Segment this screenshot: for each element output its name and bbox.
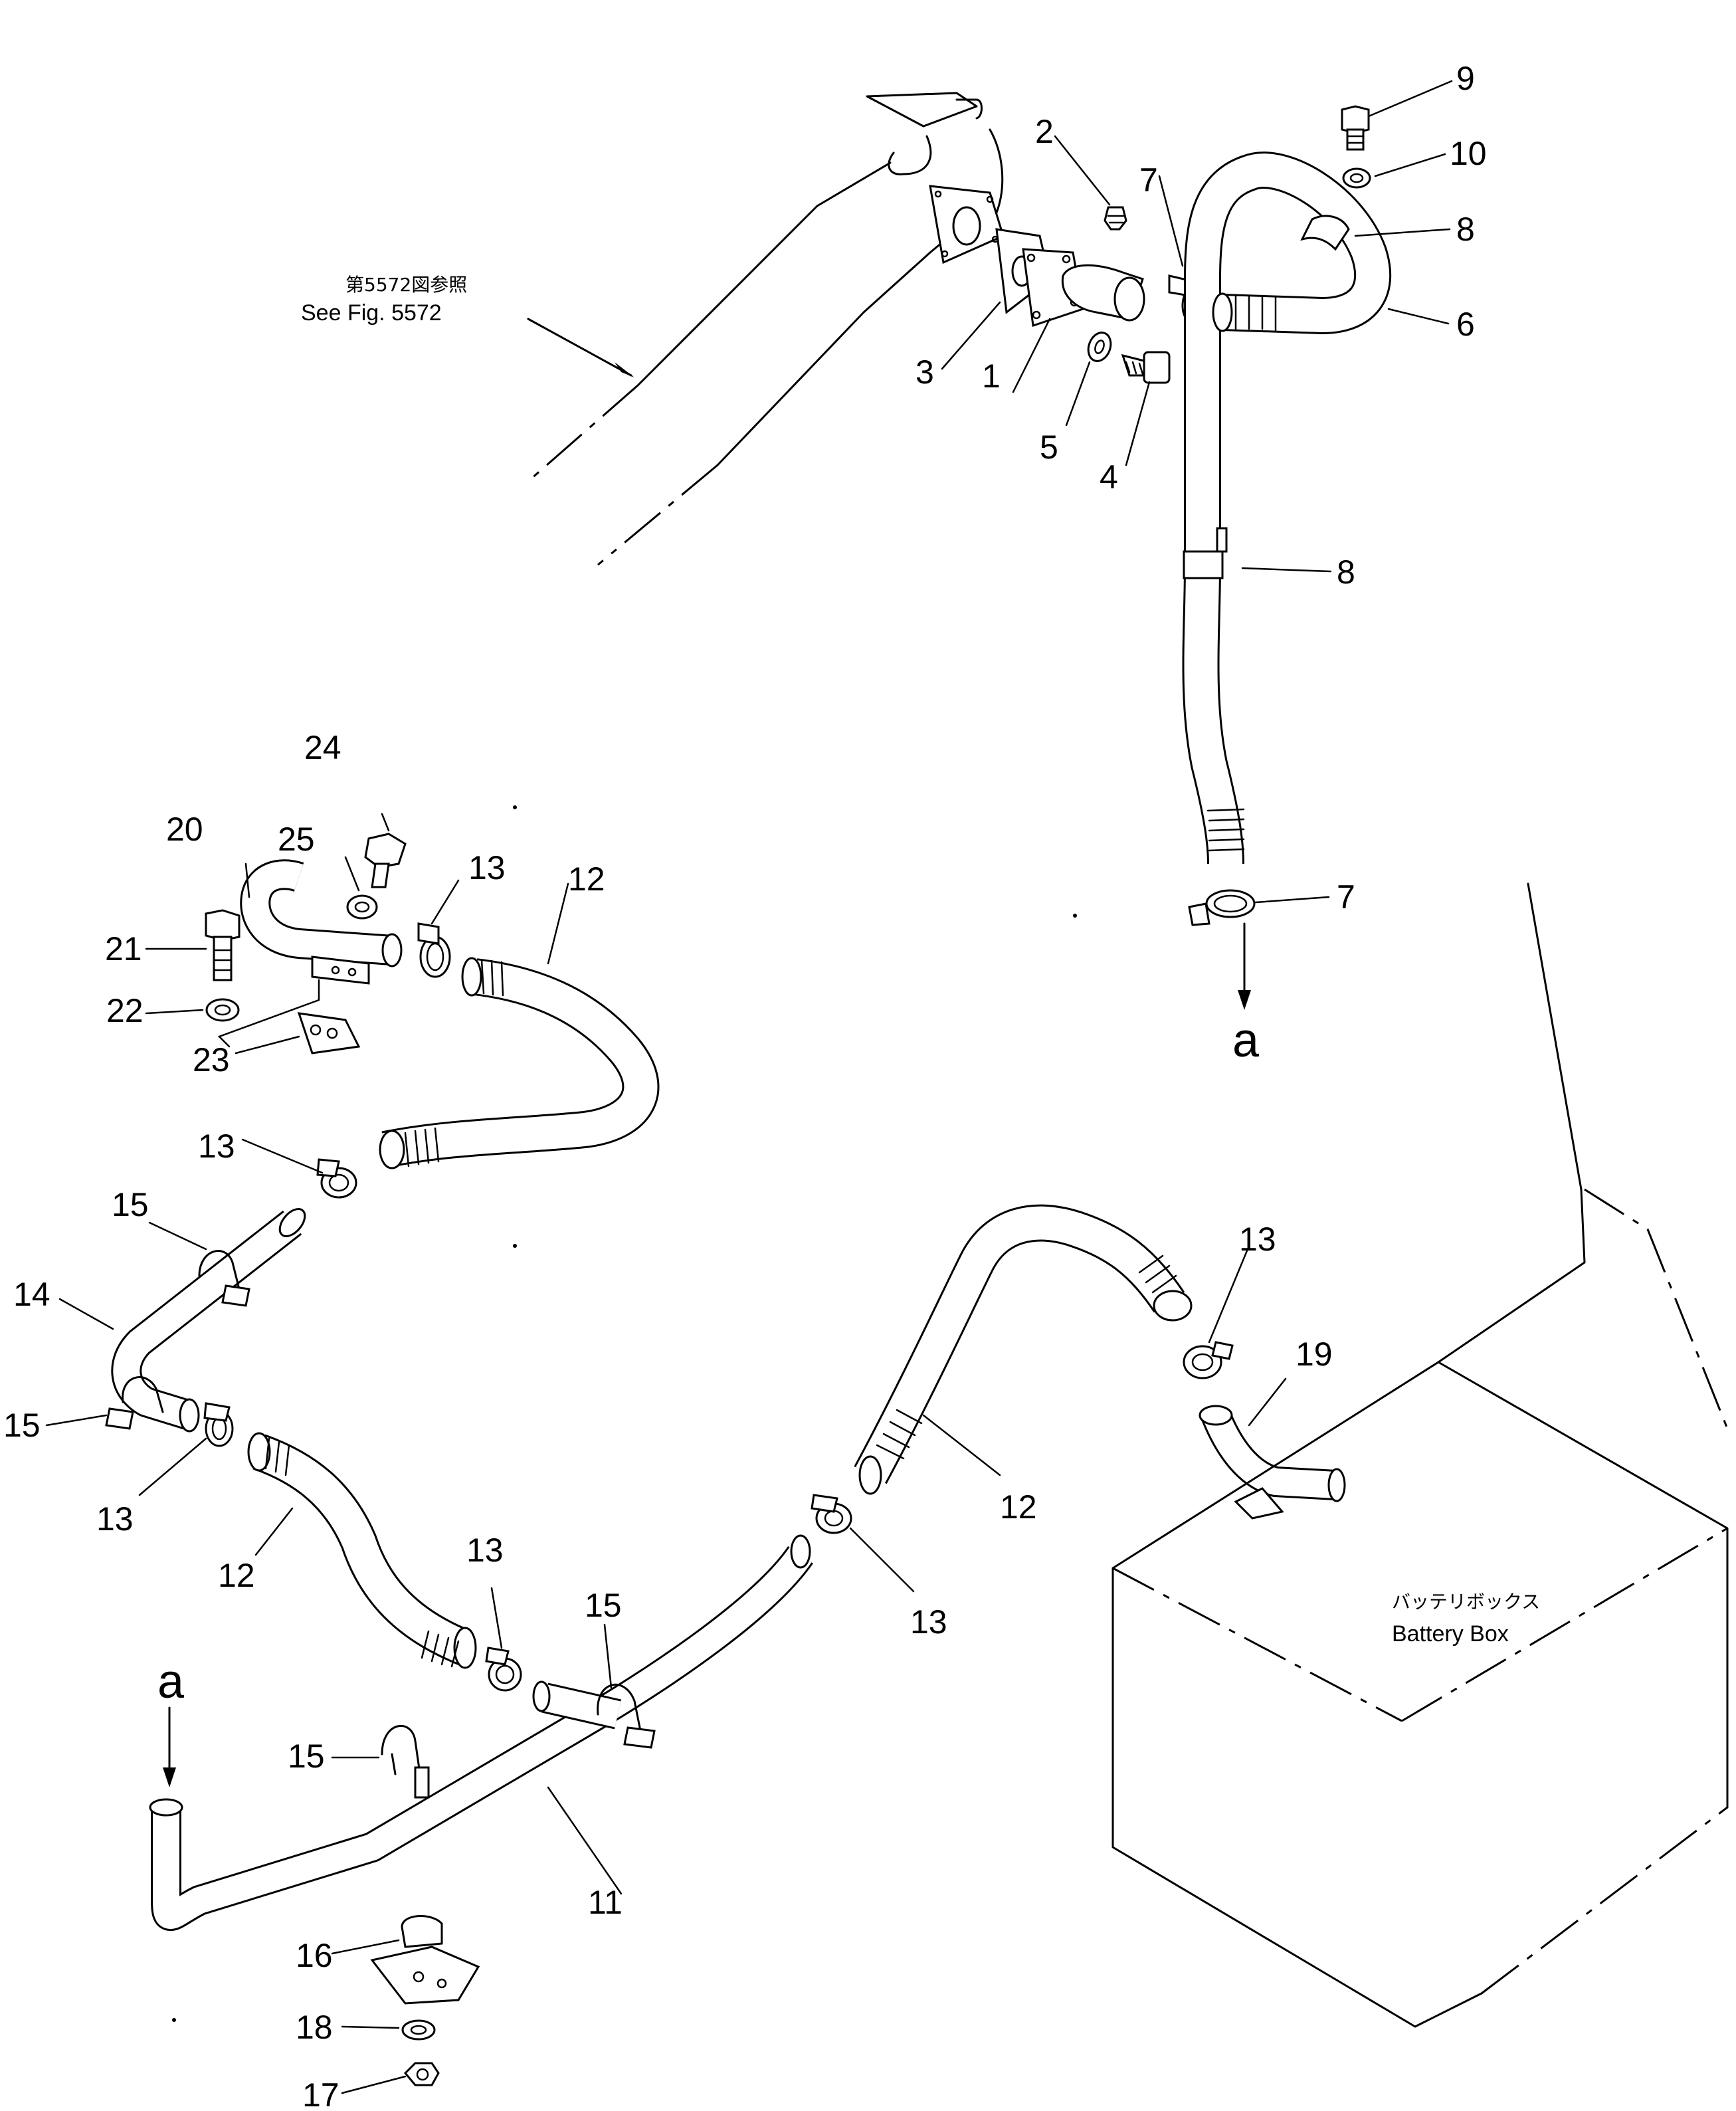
callout-15-b: 15	[3, 1407, 41, 1444]
callout-16: 16	[296, 1937, 333, 1974]
callout-9: 9	[1456, 60, 1475, 97]
callout-11: 11	[588, 1884, 623, 1921]
reference-arrow	[527, 318, 634, 377]
callout-7-upper: 7	[1139, 161, 1158, 199]
callout-13-e: 13	[1239, 1221, 1276, 1258]
callout-15-a: 15	[112, 1186, 149, 1223]
washer-25	[346, 894, 378, 920]
pipe-19	[1199, 1405, 1346, 1520]
callout-13-b: 13	[198, 1128, 235, 1165]
hose-6-lower	[1182, 527, 1245, 864]
callout-23: 23	[193, 1041, 230, 1078]
leader-lines	[45, 80, 1453, 2094]
battery-box-label-japanese: バッテリボックス	[1392, 1591, 1540, 1613]
callout-24: 24	[304, 729, 341, 766]
elbow-fitting	[1061, 264, 1145, 322]
bolt-24	[364, 833, 407, 888]
callout-20: 20	[166, 811, 203, 848]
callout-13-f: 13	[910, 1603, 947, 1641]
hose-clamp-13-d	[485, 1647, 522, 1692]
hose-12-lower-left	[247, 1432, 477, 1669]
callout-12-right: 12	[1000, 1488, 1037, 1526]
bolt-9	[1341, 105, 1370, 151]
callout-13-a: 13	[468, 849, 506, 886]
hose-clamp-13-a	[417, 922, 451, 978]
hose-clamp-7-lower	[1188, 889, 1256, 926]
scan-dot	[513, 805, 517, 809]
callout-13-d: 13	[466, 1532, 504, 1569]
callout-12-lower-left: 12	[218, 1557, 255, 1594]
reference-label-japanese: 第5572図参照	[345, 274, 467, 296]
callout-15-c: 15	[585, 1587, 622, 1624]
connector-mark-lower: a	[157, 1655, 185, 1708]
reference-label-english: See Fig. 5572	[301, 300, 442, 326]
callout-8-upper: 8	[1456, 211, 1475, 248]
reference-pipe-assembly	[531, 92, 1005, 566]
callout-7-lower: 7	[1337, 878, 1355, 916]
pipe-14	[111, 1208, 306, 1433]
scan-dot	[513, 1244, 517, 1248]
u-bolt-15-d	[381, 1724, 430, 1799]
callout-2: 2	[1035, 113, 1054, 150]
callout-25: 25	[278, 821, 315, 858]
hose-clamp-13-c	[203, 1402, 234, 1447]
nut-17	[403, 2062, 440, 2086]
bolt-21	[205, 909, 241, 981]
scan-dot	[1073, 914, 1077, 918]
u-bolt-15-a	[198, 1250, 250, 1307]
callout-5: 5	[1040, 429, 1058, 466]
pipe-20	[240, 859, 403, 985]
callout-22: 22	[106, 992, 144, 1029]
scan-dot	[172, 2018, 176, 2022]
callout-18: 18	[296, 2009, 333, 2046]
bracket-23	[217, 979, 361, 1055]
callout-10: 10	[1450, 135, 1487, 172]
callout-3: 3	[916, 353, 934, 391]
u-bolt-15-c	[597, 1683, 656, 1749]
callout-1: 1	[982, 357, 1001, 395]
battery-box	[1111, 882, 1729, 2028]
callout-13-c: 13	[96, 1500, 134, 1538]
callout-14: 14	[13, 1276, 50, 1313]
callout-12-upper: 12	[568, 860, 605, 898]
callout-17: 17	[302, 2076, 339, 2111]
callout-19: 19	[1296, 1336, 1333, 1373]
bolt-4	[1121, 351, 1171, 384]
battery-box-label-english: Battery Box	[1392, 1621, 1509, 1647]
hose-12-right	[854, 1204, 1193, 1495]
callout-6: 6	[1456, 306, 1475, 343]
callout-8-lower: 8	[1337, 553, 1355, 591]
pipe-11	[149, 1534, 813, 1931]
hose-12-upper	[379, 957, 660, 1169]
hose-clamp-13-e	[1183, 1341, 1234, 1379]
plug-2	[1104, 206, 1127, 231]
callout-4: 4	[1100, 458, 1118, 496]
callout-21: 21	[105, 930, 142, 967]
connector-mark-upper: a	[1232, 1014, 1260, 1067]
callout-15-d: 15	[288, 1738, 325, 1775]
connector-arrow-lower	[163, 1706, 176, 1787]
connector-arrow-upper	[1238, 922, 1251, 1010]
hose-6	[1184, 151, 1392, 565]
washer-5	[1087, 332, 1112, 362]
washer-18	[401, 2019, 436, 2041]
washer-10	[1342, 167, 1371, 189]
hose-clamp-13-f	[811, 1494, 852, 1534]
hose-clamp-13-b	[316, 1158, 357, 1199]
u-bolt-15-b	[105, 1376, 164, 1430]
washer-22	[205, 998, 240, 1022]
clamp-16	[370, 1915, 480, 2005]
